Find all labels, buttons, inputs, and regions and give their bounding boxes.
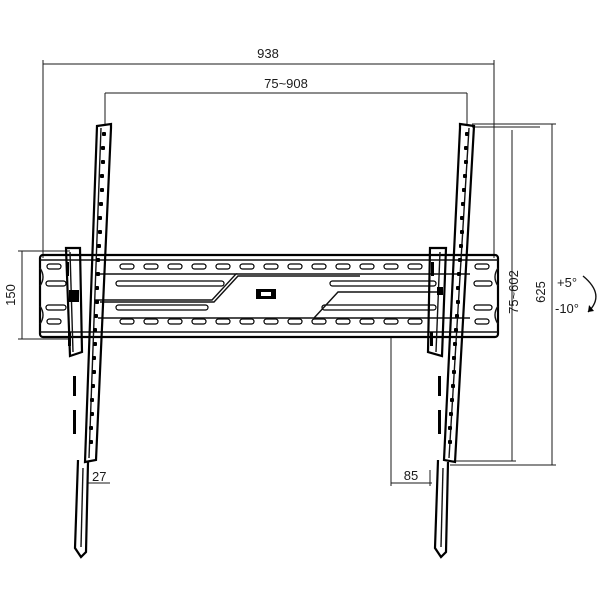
right-arm-holes [448, 132, 469, 444]
right-vertical-arm [426, 122, 476, 559]
tilt-down-label: -10° [555, 301, 579, 316]
tilt-indicator: +5° -10° [555, 275, 597, 316]
left-vertical-arm [64, 122, 113, 559]
total-height-dimension: 625 [450, 123, 556, 466]
vesa-height-dimension: 75~602 [450, 126, 540, 462]
left-lock-knob-icon [69, 290, 79, 302]
height-dimension: 150 [3, 250, 70, 340]
vesa-width-dimension: 75~908 [104, 76, 468, 126]
right-lock-knob-icon [437, 287, 443, 295]
vesa-width-label: 75~908 [264, 76, 308, 91]
vesa-height-label: 75~602 [506, 270, 521, 314]
tilt-arrow-icon [588, 305, 594, 312]
wall-plate [38, 253, 500, 339]
top-slot-row [46, 263, 490, 270]
depth-dimension: 85 [390, 337, 432, 486]
bottom-slot-row [46, 318, 490, 325]
height-label: 150 [3, 284, 18, 306]
channel-slots [45, 280, 493, 311]
overall-width-label: 938 [257, 46, 279, 61]
wall-gap-dimension: 27 [87, 466, 110, 486]
total-height-label: 625 [533, 281, 548, 303]
overall-width-dimension: 938 [42, 46, 495, 258]
left-arm-holes [89, 132, 106, 444]
depth-label: 85 [404, 468, 418, 483]
wall-gap-label: 27 [92, 469, 106, 484]
tilt-up-label: +5° [557, 275, 577, 290]
